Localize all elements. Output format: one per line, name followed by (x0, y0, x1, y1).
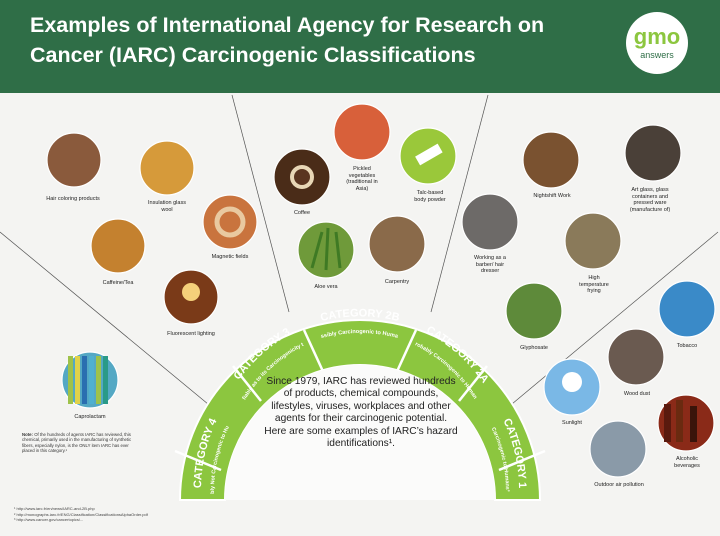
label-pickled: Pickled vegetables (traditional in Asia) (346, 166, 378, 192)
label-sunlight: Sunlight (562, 420, 582, 426)
outdoor-air-photo (589, 420, 647, 478)
label-barber: Working as a barber/ hair dresser (474, 255, 506, 274)
hair-coloring-photo (46, 132, 102, 188)
gmo-answers-logo[interactable]: gmo answers (626, 12, 688, 74)
label-wood-dust: Wood dust (623, 391, 651, 397)
label-nightshift: Nightshift Work (533, 193, 571, 199)
category-divider-lines (0, 94, 719, 410)
category-2b-title: CATEGORY 2B (319, 307, 400, 324)
frying-photo (564, 212, 622, 270)
label-hair-coloring: Hair coloring products (46, 196, 100, 202)
label-magnetic-fields: Magnetic fields (211, 254, 249, 260)
label-caprolactam: Caprolactam (74, 414, 106, 420)
label-outdoor-air: Outdoor air pollution (594, 482, 644, 488)
tobacco-photo (658, 280, 716, 338)
header-banner: Examples of International Agency for Res… (0, 0, 720, 93)
photo-details (68, 143, 697, 442)
label-glyphosate: Glyphosate (520, 345, 548, 351)
label-coffee: Coffee (293, 210, 311, 216)
footnote-1[interactable]: ¹ http://www.iarc.fr/en/news/IARC-and-2B… (14, 506, 95, 511)
art-glass-photo (624, 124, 682, 182)
insulation-photo (139, 140, 195, 196)
label-talc: Talc-based body powder (414, 190, 446, 203)
glyphosate-photo (505, 282, 563, 340)
carpentry-photo (368, 215, 426, 273)
footnotes: ¹ http://www.iarc.fr/en/news/IARC-and-2B… (14, 506, 414, 523)
center-description: Since 1979, IARC has reviewed hundreds o… (264, 376, 458, 450)
note-text: Of the hundreds of agents IARC has revie… (22, 432, 132, 453)
barber-photo (461, 193, 519, 251)
pickled-vegetables-photo (333, 103, 391, 161)
label-tobacco: Tobacco (676, 343, 698, 349)
label-fluorescent: Fluorescent lighting (167, 331, 215, 337)
wood-dust-photo (607, 328, 665, 386)
center-panel (225, 365, 495, 500)
label-carpentry: Carpentry (384, 279, 410, 285)
caprolactam-note: Note: Of the hundreds of agents IARC has… (22, 432, 140, 453)
magnetic-fields-photo (202, 194, 258, 250)
alcoholic-beverages-photo (657, 394, 715, 452)
logo-sub-text: answers (640, 50, 674, 60)
caffeine-tea-photo (90, 218, 146, 274)
label-aloe-vera: Aloe vera (314, 284, 338, 290)
page-title: Examples of International Agency for Res… (30, 13, 545, 67)
footnote-3[interactable]: ³ http://www.cancer.gov/cancertopics/... (14, 517, 84, 523)
footnote-2[interactable]: ² http://monographs.iarc.fr/ENG/Classifi… (14, 511, 148, 517)
nightshift-photo (522, 131, 580, 189)
note-label: Note: (22, 432, 33, 437)
label-insulation: Insulation glass wool (148, 200, 186, 213)
label-alcoholic-beverages: Alcoholic beverages (674, 456, 700, 469)
arc-separators (174, 329, 546, 472)
logo-main-text: gmo (633, 24, 681, 49)
label-art-glass: Art glass, glass containers and pressed … (629, 187, 671, 213)
label-frying: High temperature frying (579, 275, 609, 294)
label-caffeine-tea: Caffeine/Tea (102, 280, 134, 286)
